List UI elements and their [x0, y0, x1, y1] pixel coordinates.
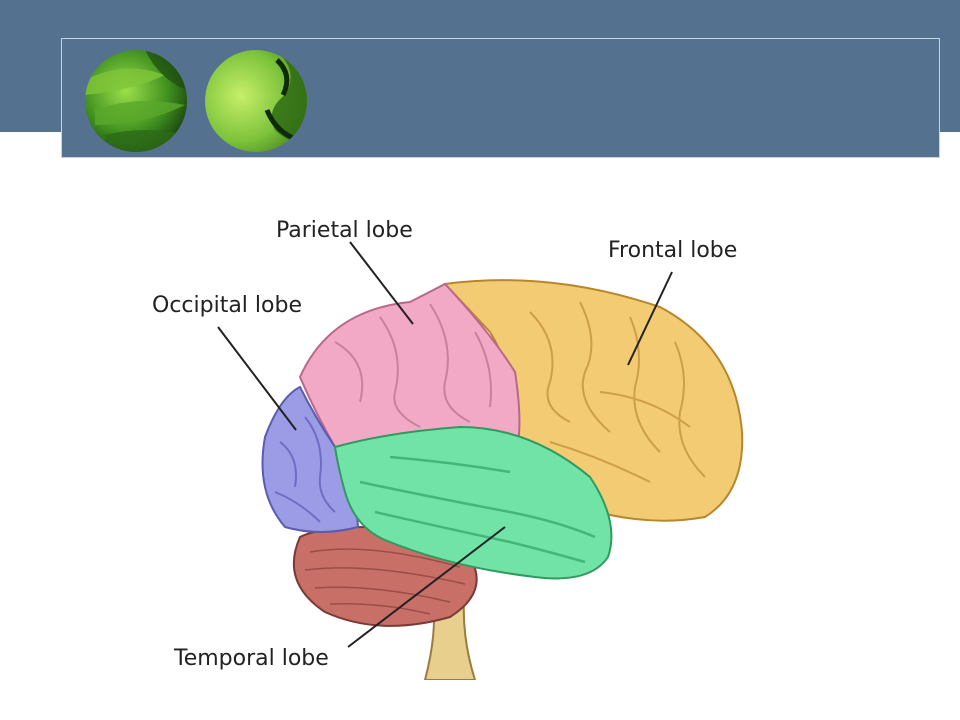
- header-panel: [61, 38, 940, 158]
- frontal-lobe-label: Frontal lobe: [608, 238, 737, 263]
- leaf-photo-icon: [205, 50, 307, 152]
- temporal-leader-line: [347, 526, 506, 648]
- leaf-photo-icon: [85, 50, 187, 152]
- parietal-leader-line: [349, 241, 414, 325]
- occipital-lobe-label: Occipital lobe: [152, 293, 302, 318]
- occipital-lobe: [261, 385, 360, 533]
- brain-diagram: Parietal lobe Frontal lobe Occipital lob…: [130, 192, 780, 680]
- frontal-leader-line: [627, 271, 673, 366]
- temporal-lobe: [333, 425, 613, 580]
- temporal-lobe-label: Temporal lobe: [173, 646, 329, 671]
- parietal-lobe-label: Parietal lobe: [276, 218, 413, 243]
- occipital-leader-line: [217, 326, 297, 431]
